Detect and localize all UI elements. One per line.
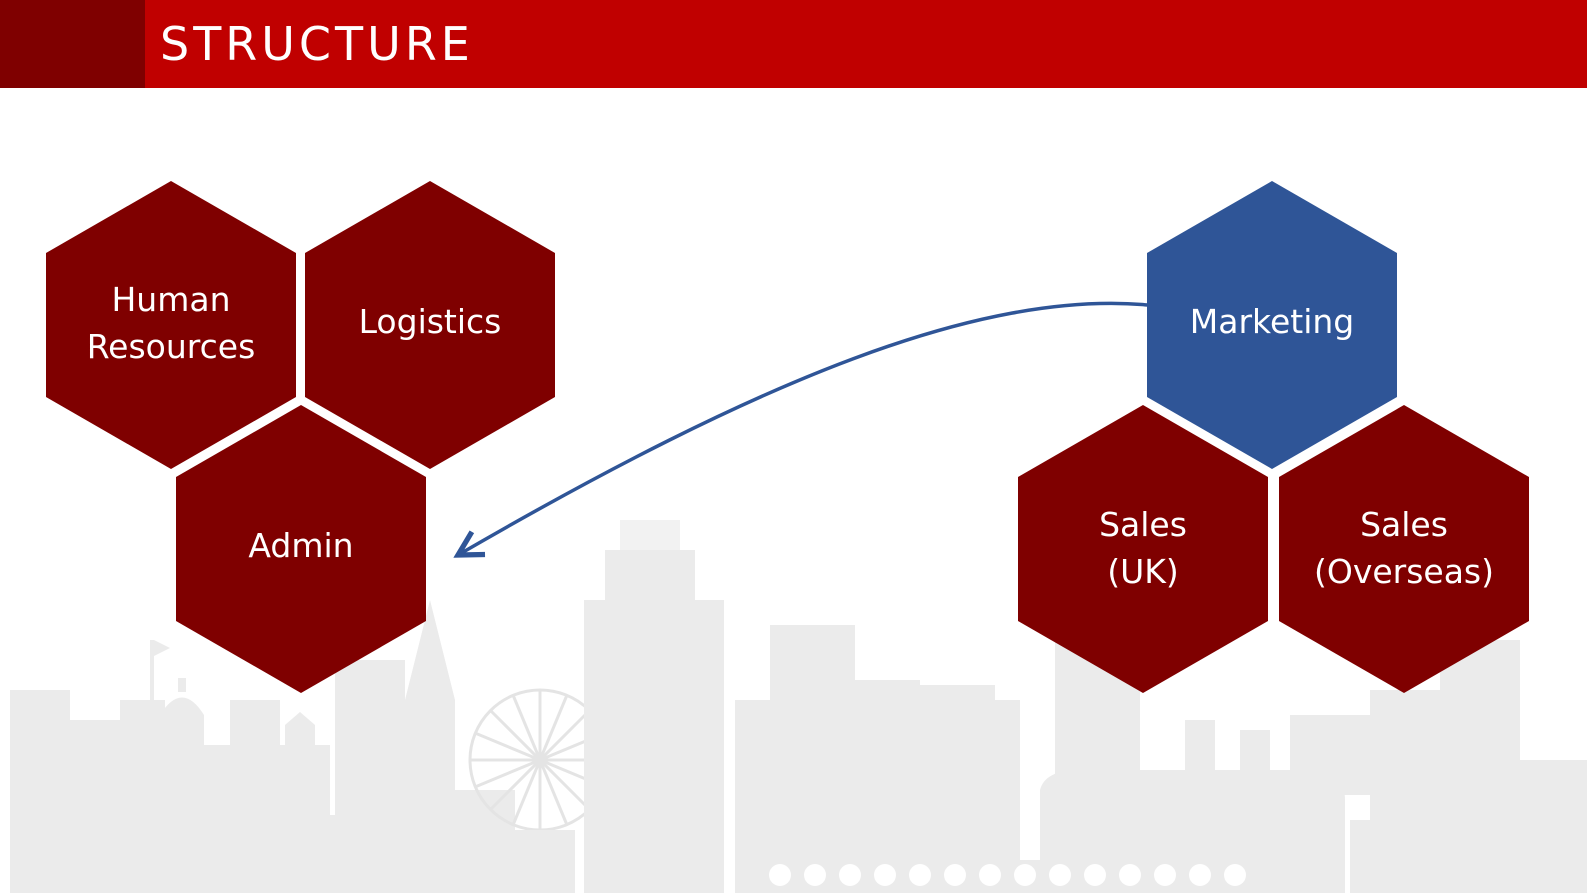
connector-arrow: [458, 301, 1149, 555]
hex-sales-overseas[interactable]: Sales (Overseas): [1279, 405, 1529, 693]
hex-human-resources-line-2: Resources: [87, 327, 256, 366]
page-title: STRUCTURE: [160, 17, 474, 71]
hex-marketing-label: Marketing: [1190, 302, 1354, 341]
hex-logistics[interactable]: Logistics: [305, 181, 555, 469]
hex-human-resources[interactable]: Human Resources: [46, 181, 296, 469]
hex-admin[interactable]: Admin: [176, 405, 426, 693]
hex-logistics-label: Logistics: [359, 302, 502, 341]
hex-admin-label: Admin: [248, 526, 353, 565]
hex-sales-overseas-line-2: (Overseas): [1314, 552, 1494, 591]
hex-sales-uk[interactable]: Sales (UK): [1018, 405, 1268, 693]
hex-sales-overseas-line-1: Sales: [1360, 505, 1448, 544]
hex-sales-uk-line-1: Sales: [1099, 505, 1187, 544]
hex-sales-uk-line-2: (UK): [1107, 552, 1179, 591]
hex-marketing[interactable]: Marketing: [1147, 181, 1397, 469]
header-bar: STRUCTURE: [0, 0, 1587, 88]
hex-human-resources-line-1: Human: [111, 280, 230, 319]
header-accent-block: [0, 0, 145, 88]
